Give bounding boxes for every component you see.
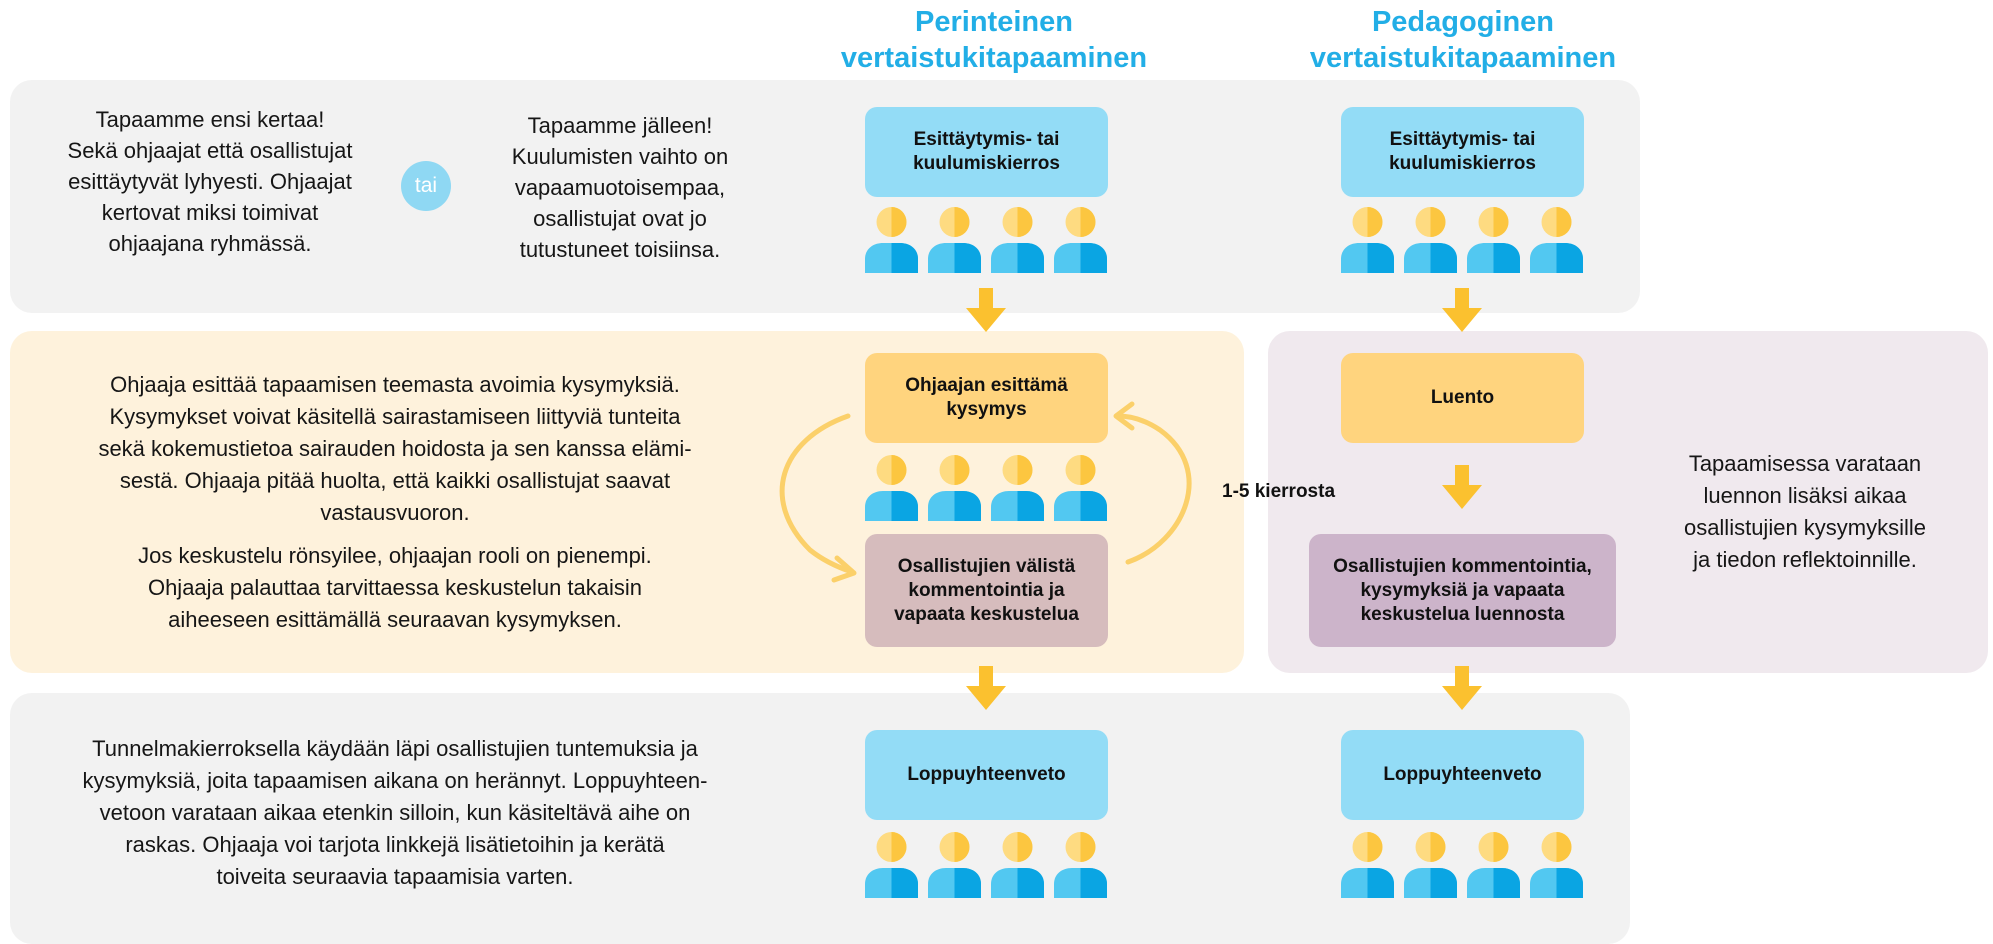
- person-icon: [989, 453, 1046, 521]
- question-description-line: Kysymykset voivat käsitellä sairastamise…: [109, 404, 681, 429]
- header-traditional: Perinteinen vertaistukitapaaminen: [784, 4, 1204, 76]
- box-line: Osallistujien kommentointia,: [1333, 555, 1592, 577]
- summary-description: Tunnelmakierroksella käydään läpi osalli…: [40, 733, 750, 893]
- again-meeting-line: vapaamuotoisempaa,: [514, 175, 726, 200]
- down-arrow-icon: [1442, 288, 1482, 332]
- pedagogical-summary-box: Loppuyhteenveto: [1341, 730, 1584, 820]
- box-line: Luento: [1430, 387, 1495, 408]
- person-icon: [863, 205, 920, 273]
- again-meeting-line: Kuulumisten vaihto on: [511, 144, 729, 169]
- summary-description-line: Tunnelmakierroksella käydään läpi osalli…: [92, 736, 698, 761]
- box-line: Esittäytymis- tai: [1389, 129, 1536, 150]
- question-description-line: sekä kokemustietoa sairauden hoidosta ja…: [98, 436, 692, 461]
- person-icon: [989, 830, 1046, 898]
- people-group-traditional-summary: [863, 830, 1109, 898]
- discussion-box: Osallistujien välistä kommentointia ja v…: [865, 534, 1108, 647]
- lecture-box: Luento: [1341, 353, 1584, 443]
- person-icon: [1339, 205, 1396, 273]
- pedagogical-note-line: Tapaamisessa varataan: [1688, 451, 1922, 476]
- person-icon: [1465, 830, 1522, 898]
- summary-description-line: raskas. Ohjaaja voi tarjota linkkejä lis…: [125, 832, 665, 857]
- person-icon: [1339, 830, 1396, 898]
- down-arrow-icon: [966, 288, 1006, 332]
- first-meeting-line: Sekä ohjaajat että osallistujat: [67, 138, 353, 163]
- pedagogical-note-line: ja tiedon reflektoinnille.: [1693, 547, 1917, 572]
- discussion-description: Jos keskustelu rönsyilee, ohjaajan rooli…: [80, 540, 710, 636]
- person-icon: [926, 453, 983, 521]
- again-meeting-line: osallistujat ovat jo: [533, 206, 707, 231]
- box-line: kommentointia ja: [908, 579, 1065, 601]
- summary-description-line: vetoon varataan aikaa etenkin silloin, k…: [99, 800, 691, 825]
- question-box: Ohjaajan esittämä kysymys: [865, 353, 1108, 443]
- person-icon: [863, 830, 920, 898]
- first-meeting-line: ohjaajana ryhmässä.: [108, 231, 312, 256]
- person-icon: [1052, 205, 1109, 273]
- again-meeting-text: Tapaamme jälleen! Kuulumisten vaihto on …: [470, 110, 770, 265]
- summary-description-line: kysymyksiä, joita tapaamisen aikana on h…: [82, 768, 708, 793]
- person-icon: [1465, 205, 1522, 273]
- header-pedagogical-line-2: vertaistukitapaaminen: [1309, 42, 1617, 74]
- pedagogical-note-line: luennon lisäksi aikaa: [1703, 483, 1907, 508]
- first-meeting-line: Tapaamme ensi kertaa!: [95, 107, 325, 132]
- traditional-summary-box: Loppuyhteenveto: [865, 730, 1108, 820]
- box-line: kuulumiskierros: [913, 153, 1060, 174]
- again-meeting-line: Tapaamme jälleen!: [527, 113, 713, 138]
- box-line: Loppuyhteenveto: [1383, 764, 1542, 785]
- again-meeting-line: tutustuneet toisiinsa.: [519, 237, 721, 262]
- first-meeting-text: Tapaamme ensi kertaa! Sekä ohjaajat että…: [40, 104, 380, 259]
- pedagogical-note: Tapaamisessa varataan luennon lisäksi ai…: [1650, 448, 1960, 576]
- person-icon: [989, 205, 1046, 273]
- question-description-line: vastausvuoron.: [320, 500, 470, 525]
- pedagogical-note-line: osallistujien kysymyksille: [1683, 515, 1927, 540]
- box-line: Loppuyhteenveto: [907, 764, 1066, 785]
- question-description-line: sestä. Ohjaaja pitää huolta, että kaikki…: [119, 468, 671, 493]
- box-line: kysymys: [946, 399, 1027, 420]
- down-arrow-icon: [1442, 465, 1482, 509]
- box-line: kysymyksiä ja vapaata: [1360, 579, 1565, 601]
- person-icon: [926, 830, 983, 898]
- header-traditional-line-1: Perinteinen: [915, 6, 1073, 38]
- lecture-comments-box: Osallistujien kommentointia, kysymyksiä …: [1309, 534, 1616, 647]
- traditional-intro-box: Esittäytymis- tai kuulumiskierros: [865, 107, 1108, 197]
- box-line: Osallistujien välistä: [897, 555, 1076, 577]
- people-group-pedagogical-intro: [1339, 205, 1585, 273]
- person-icon: [1402, 205, 1459, 273]
- discussion-description-line: Ohjaaja palauttaa tarvittaessa keskustel…: [147, 575, 643, 600]
- person-icon: [1528, 205, 1585, 273]
- down-arrow-icon: [966, 666, 1006, 710]
- box-line: kuulumiskierros: [1389, 153, 1536, 174]
- loop-arrows-icon: [779, 401, 1192, 583]
- person-icon: [863, 453, 920, 521]
- discussion-description-line: Jos keskustelu rönsyilee, ohjaajan rooli…: [138, 543, 652, 568]
- down-arrow-icon: [1442, 666, 1482, 710]
- first-meeting-line: kertovat miksi toimivat: [101, 200, 319, 225]
- person-icon: [1528, 830, 1585, 898]
- people-group-traditional-intro: [863, 205, 1109, 273]
- box-line: keskustelua luennosta: [1360, 603, 1565, 625]
- rounds-label: 1-5 kierrosta: [1222, 481, 1336, 502]
- header-traditional-line-2: vertaistukitapaaminen: [840, 42, 1148, 74]
- person-icon: [1052, 453, 1109, 521]
- summary-description-line: toiveita seuraavia tapaamisia varten.: [216, 864, 574, 889]
- or-badge: tai: [401, 161, 451, 211]
- people-group-traditional-question: [863, 453, 1109, 521]
- header-pedagogical-line-1: Pedagoginen: [1371, 6, 1555, 38]
- person-icon: [1402, 830, 1459, 898]
- discussion-description-line: aiheeseen esittämällä seuraavan kysymyks…: [168, 607, 622, 632]
- first-meeting-line: esittäytyvät lyhyesti. Ohjaajat: [68, 169, 352, 194]
- pedagogical-intro-box: Esittäytymis- tai kuulumiskierros: [1341, 107, 1584, 197]
- person-icon: [1052, 830, 1109, 898]
- question-description-line: Ohjaaja esittää tapaamisen teemasta avoi…: [110, 372, 680, 397]
- box-line: vapaata keskustelua: [894, 603, 1079, 625]
- people-group-pedagogical-summary: [1339, 830, 1585, 898]
- person-icon: [926, 205, 983, 273]
- box-line: Esittäytymis- tai: [913, 129, 1060, 150]
- header-pedagogical: Pedagoginen vertaistukitapaaminen: [1253, 4, 1673, 76]
- question-description: Ohjaaja esittää tapaamisen teemasta avoi…: [50, 369, 740, 529]
- box-line: Ohjaajan esittämä: [905, 375, 1068, 396]
